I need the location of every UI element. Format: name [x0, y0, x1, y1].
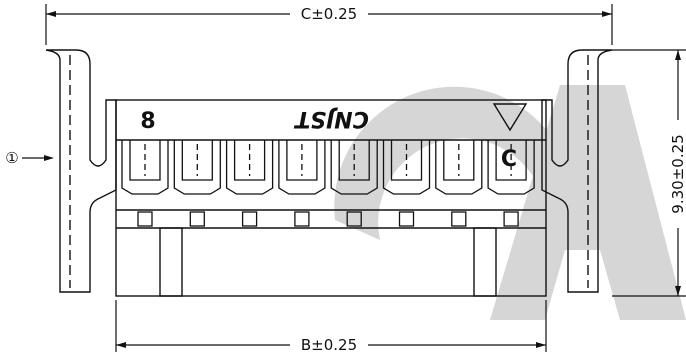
pin-cavity-inner [129, 140, 161, 181]
dimension-lines [22, 4, 686, 352]
pin-cavity [487, 140, 535, 195]
dimension-arrows [44, 11, 681, 348]
housing-outline [115, 99, 547, 297]
pin-cavity [435, 140, 483, 195]
pin-cavity [382, 140, 431, 195]
pin-terminal [398, 211, 415, 227]
pin-cavity [173, 140, 221, 195]
callout-marker: ① [5, 149, 18, 167]
pin-cavity-inner [390, 140, 423, 181]
pin-row [121, 140, 535, 227]
brand-marking: CNJST [293, 106, 369, 131]
pin-one-marking: C [501, 147, 517, 172]
right-latch [541, 49, 613, 293]
pin-cavity [225, 140, 274, 195]
pin-cavity-inner [443, 140, 475, 181]
dim-bottom-label: B±0.25 [301, 336, 357, 354]
pin-count-marking: 8 [140, 109, 155, 134]
pin-cavity [121, 140, 169, 195]
pin-cavity [278, 140, 326, 195]
pin-cavity-inner [181, 140, 213, 181]
pin-cavity [330, 140, 378, 195]
pin-terminal [346, 211, 362, 227]
pin-terminal [137, 211, 153, 227]
pin-terminal [189, 211, 205, 227]
watermark-logo [334, 85, 686, 320]
pin-cavity-inner [286, 140, 318, 181]
foot-left [159, 227, 183, 297]
pin-one-triangle [492, 103, 528, 132]
pin-cavity-inner [233, 140, 266, 181]
pin-terminal [241, 211, 258, 227]
dim-right-label: 9.30±0.25 [669, 134, 686, 213]
dim-top-label: C±0.25 [301, 5, 357, 23]
pin-terminal [294, 211, 310, 227]
pin-terminal [503, 211, 519, 227]
pin-cavity-inner [495, 140, 527, 181]
pin-terminal [451, 211, 467, 227]
pin-cavity-inner [338, 140, 370, 181]
left-latch [45, 49, 117, 293]
foot-right [473, 227, 497, 297]
